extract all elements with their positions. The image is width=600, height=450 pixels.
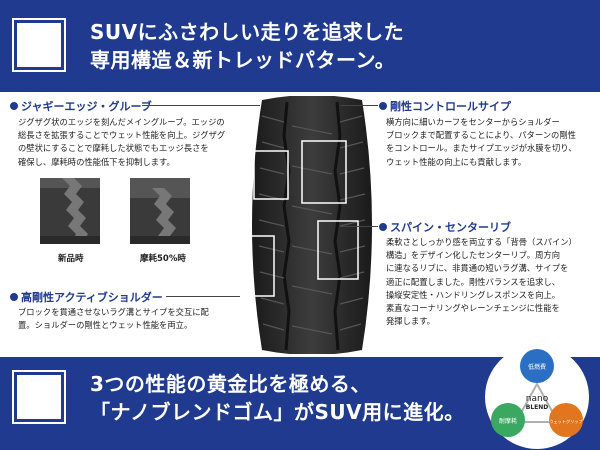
active-shoulder-leader (166, 296, 240, 297)
bullet-icon (379, 102, 387, 110)
header-square-icon (12, 18, 66, 72)
header-line-1: SUVにふさわしい走りを追求した (90, 20, 405, 44)
bullet-icon (10, 102, 18, 110)
footer-headline: 3つの性能の黄金比を極める、 「ナノブレンドゴム」がSUV用に進化。 (90, 370, 465, 426)
nanoblend-logo: 低燃費 耐摩耗 ウェットグリップ nano BLEND (485, 345, 589, 449)
rigid-sipe-leader (340, 105, 378, 106)
active-shoulder-title: 高剛性アクティブショルダー (10, 289, 163, 305)
header-band (0, 0, 600, 92)
footer-line-2: 「ナノブレンドゴム」がSUV用に進化。 (90, 400, 465, 424)
footer-line-1: 3つの性能の黄金比を極める、 (90, 372, 371, 396)
logo-center-text-2: BLEND (526, 404, 549, 411)
spine-rib-body: 柔軟さとしっかり感を両立する「背骨（スパイン） 構造」をデザイン化したセンターリ… (386, 237, 577, 327)
new-block-image (40, 178, 100, 244)
logo-top-text: 低燃費 (528, 363, 546, 371)
spine-rib-leader (340, 226, 378, 227)
jaggy-edge-leader (142, 105, 260, 106)
header-line-2: 専用構造＆新トレッドパターン。 (90, 48, 396, 72)
rigid-sipe-body: 横方向に細いカーフをセンターからショルダー ブロックまで配置することにより、パタ… (386, 117, 577, 167)
new-block-caption: 新品時 (58, 254, 84, 264)
footer-square-icon (12, 370, 66, 424)
jaggy-edge-body: ジグザグ状のエッジを刻んだメイングルーブ。エッジの 総長さを拡張することでウェッ… (18, 117, 226, 167)
worn-block-image (130, 178, 190, 244)
active-shoulder-body: ブロックを貫通させないラグ溝とサイプを交互に配 置。ショルダーの剛性とウェット性… (18, 307, 209, 331)
bullet-icon (379, 223, 387, 231)
jaggy-edge-title: ジャギーエッジ・グルーブ (10, 98, 152, 114)
worn-block-caption: 摩耗50%時 (140, 254, 186, 264)
tire-tread-image (247, 96, 372, 354)
rigid-sipe-title: 剛性コントロールサイプ (379, 98, 511, 114)
logo-center-text-1: nano (526, 394, 549, 404)
header-headline: SUVにふさわしい走りを追求した 専用構造＆新トレッドパターン。 (90, 18, 404, 74)
logo-left-text: 耐摩耗 (499, 417, 517, 425)
bullet-icon (10, 293, 18, 301)
spine-rib-title: スパイン・センターリブ (379, 219, 511, 235)
logo-right-text: ウェットグリップ (549, 418, 583, 425)
